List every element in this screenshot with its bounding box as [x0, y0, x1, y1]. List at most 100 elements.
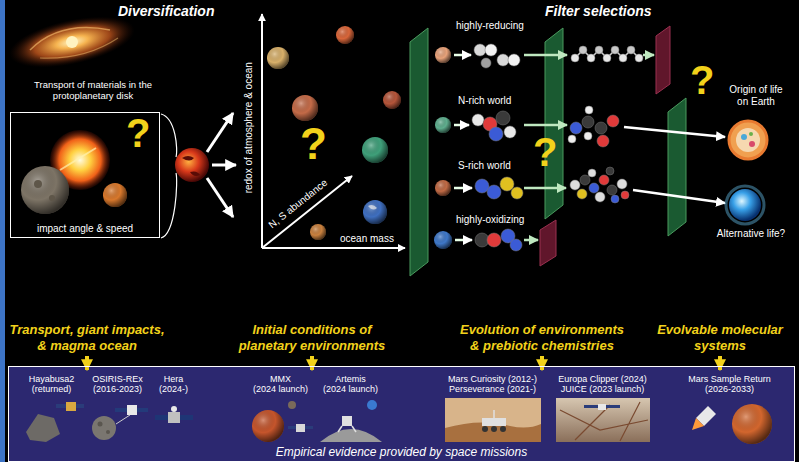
filter-panel [410, 28, 428, 276]
mission-label: (returned) [18, 384, 86, 394]
europa-image [556, 398, 650, 442]
mission-box: Artemis(2024 launch) [316, 374, 386, 394]
artemis-image [342, 416, 352, 426]
mmx-image [252, 410, 284, 442]
mission-box: OSIRIS-REx(2016-2023) [84, 374, 152, 394]
prebiotic-molecule [585, 106, 593, 114]
world-label: highly-reducing [456, 20, 524, 32]
mars-sample-return-image [732, 404, 772, 444]
stage-heading: Initial conditions of planetary environm… [232, 322, 392, 354]
molecule [485, 44, 497, 56]
molecule [508, 54, 520, 66]
world-label: S-rich world [458, 160, 511, 172]
prebiotic-molecule [587, 54, 595, 62]
prebiotic-molecule [577, 189, 587, 199]
diversify-arrow [207, 178, 233, 217]
diversify-arrow [212, 164, 236, 167]
hayabusa2-image [26, 414, 60, 442]
prebiotic-molecule [580, 175, 590, 185]
impact-illustration [103, 183, 127, 207]
molecule [481, 58, 491, 68]
world-arrow [454, 54, 471, 57]
prebiotic-molecule [571, 54, 579, 62]
prebiotic-molecule [570, 122, 582, 134]
prebiotic-molecule [568, 46, 643, 203]
section-title: Filter selections [545, 3, 652, 19]
europa-image [584, 405, 598, 408]
hayabusa2-image [66, 402, 76, 411]
hayabusa2-image [76, 404, 84, 408]
hera-image [168, 412, 180, 423]
outcome-label: Origin of life on Earth [724, 84, 788, 107]
mission-label: (2026-2033) [676, 384, 784, 394]
axis [261, 14, 263, 248]
prebiotic-molecule [627, 46, 635, 54]
filter-panel [668, 98, 686, 236]
stage-arrow [85, 356, 89, 370]
protocell [729, 121, 767, 159]
planet [383, 91, 401, 109]
prebiotic-molecule [621, 191, 629, 199]
molecule [474, 44, 486, 56]
planet [267, 47, 289, 69]
molecule [496, 111, 510, 125]
planet [310, 224, 326, 240]
diversify-arrow [207, 113, 236, 217]
world-label: N-rich world [458, 95, 511, 107]
mission-label: Hayabusa2 [18, 374, 86, 384]
stage-arrow [540, 356, 544, 370]
molecule [489, 127, 503, 141]
osiris-rex-image [127, 405, 137, 415]
side-bar [0, 0, 5, 462]
planet [362, 137, 388, 163]
world-planet [435, 117, 451, 133]
question-mark: ? [126, 113, 150, 153]
osiris-rex-image [115, 408, 127, 412]
stage-heading: Evolution of environments & prebiotic ch… [455, 322, 629, 354]
protoplanetary-disk [66, 36, 78, 48]
world-arrow [454, 124, 469, 127]
bracket-line [161, 114, 177, 238]
prebiotic-molecule [589, 183, 599, 193]
panel-caption: Empirical evidence provided by space mis… [276, 446, 527, 459]
impact-illustration [34, 180, 42, 188]
molecule [497, 54, 509, 66]
question-mark: ? [533, 132, 557, 172]
osiris-rex-image [92, 416, 116, 440]
molecule [487, 233, 501, 247]
mmx-image [305, 426, 313, 429]
impact-label: impact angle & speed [37, 223, 133, 234]
planet [336, 26, 354, 44]
world-planet [434, 231, 452, 249]
prebiotic-molecule [570, 180, 580, 190]
world-arrow [454, 187, 472, 190]
filter-arrow [643, 54, 654, 57]
prebiotic-molecule [595, 192, 605, 202]
molecule [500, 177, 514, 191]
stage-heading: Transport, giant impacts, & magma ocean [6, 322, 168, 354]
osiris-rex-image [106, 430, 110, 434]
europa-image [560, 402, 648, 441]
artemis-image [320, 429, 382, 442]
impact-illustration [21, 130, 127, 214]
mission-box: MMX(2024 launch) [246, 374, 316, 394]
molecule [510, 239, 522, 251]
filter-arrow [524, 239, 538, 242]
mission-label: Perseverance (2021-) [438, 384, 548, 394]
planet [292, 95, 318, 121]
artemis-image [338, 426, 342, 432]
blocking-panel [540, 26, 670, 266]
planet [267, 47, 289, 69]
filter-arrow [524, 54, 567, 57]
molecule [472, 114, 484, 126]
mission-label: (2024 launch) [316, 384, 386, 394]
bracket-line [161, 114, 177, 157]
protocell [729, 121, 767, 159]
prebiotic-molecule [606, 167, 614, 175]
hera-image [155, 415, 168, 420]
mission-box: Hayabusa2(returned) [18, 374, 86, 394]
question-mark: ? [690, 60, 714, 100]
filter-arrow [524, 124, 567, 127]
prebiotic-molecule [595, 122, 607, 134]
